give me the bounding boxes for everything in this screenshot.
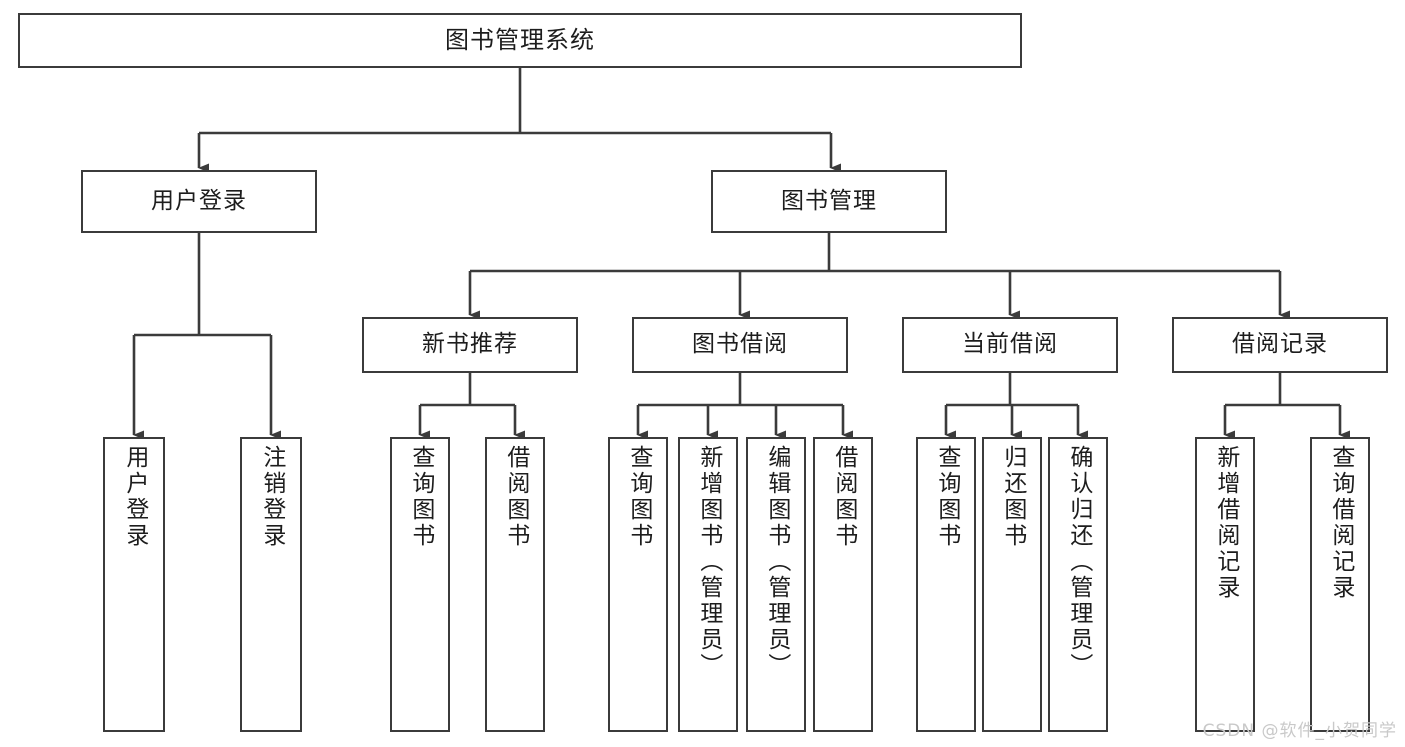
node-current-borrow[interactable]: 当前借阅 xyxy=(902,317,1118,373)
node-label: 编辑图书（管理员） xyxy=(763,445,790,679)
node-label: 查询图书 xyxy=(407,445,434,549)
node-leaf-query-record[interactable]: 查询借阅记录 xyxy=(1310,437,1370,732)
node-label: 借阅图书 xyxy=(502,445,529,549)
node-label: 归还图书 xyxy=(999,445,1026,549)
node-leaf-add-record[interactable]: 新增借阅记录 xyxy=(1195,437,1255,732)
node-leaf-return-book[interactable]: 归还图书 xyxy=(982,437,1042,732)
node-leaf-edit-book[interactable]: 编辑图书（管理员） xyxy=(746,437,806,732)
node-book-manage[interactable]: 图书管理 xyxy=(711,170,947,233)
node-label: 确认归还（管理员） xyxy=(1065,445,1092,679)
node-leaf-add-book[interactable]: 新增图书（管理员） xyxy=(678,437,738,732)
node-leaf-query-book-2[interactable]: 查询图书 xyxy=(608,437,668,732)
node-label: 图书借阅 xyxy=(692,331,788,358)
node-leaf-borrow-book-2[interactable]: 借阅图书 xyxy=(813,437,873,732)
node-leaf-user-login[interactable]: 用户登录 xyxy=(103,437,165,732)
node-leaf-borrow-book-1[interactable]: 借阅图书 xyxy=(485,437,545,732)
node-label: 借阅记录 xyxy=(1232,331,1328,358)
node-label: 查询图书 xyxy=(625,445,652,549)
node-label: 借阅图书 xyxy=(830,445,857,549)
node-borrow-record[interactable]: 借阅记录 xyxy=(1172,317,1388,373)
node-leaf-confirm-return[interactable]: 确认归还（管理员） xyxy=(1048,437,1108,732)
node-label: 图书管理系统 xyxy=(445,26,595,55)
node-user-login[interactable]: 用户登录 xyxy=(81,170,317,233)
node-label: 用户登录 xyxy=(121,445,148,549)
node-new-book-rec[interactable]: 新书推荐 xyxy=(362,317,578,373)
node-leaf-query-book-1[interactable]: 查询图书 xyxy=(390,437,450,732)
node-label: 新增图书（管理员） xyxy=(695,445,722,679)
node-label: 当前借阅 xyxy=(962,331,1058,358)
node-label: 查询借阅记录 xyxy=(1327,445,1354,601)
node-label: 新增借阅记录 xyxy=(1212,445,1239,601)
node-leaf-query-book-3[interactable]: 查询图书 xyxy=(916,437,976,732)
node-leaf-logout[interactable]: 注销登录 xyxy=(240,437,302,732)
node-label: 图书管理 xyxy=(781,187,877,214)
node-label: 新书推荐 xyxy=(422,331,518,358)
node-root-system[interactable]: 图书管理系统 xyxy=(18,13,1022,68)
node-label: 注销登录 xyxy=(258,445,285,549)
node-book-borrow[interactable]: 图书借阅 xyxy=(632,317,848,373)
node-label: 用户登录 xyxy=(151,187,247,214)
node-label: 查询图书 xyxy=(933,445,960,549)
